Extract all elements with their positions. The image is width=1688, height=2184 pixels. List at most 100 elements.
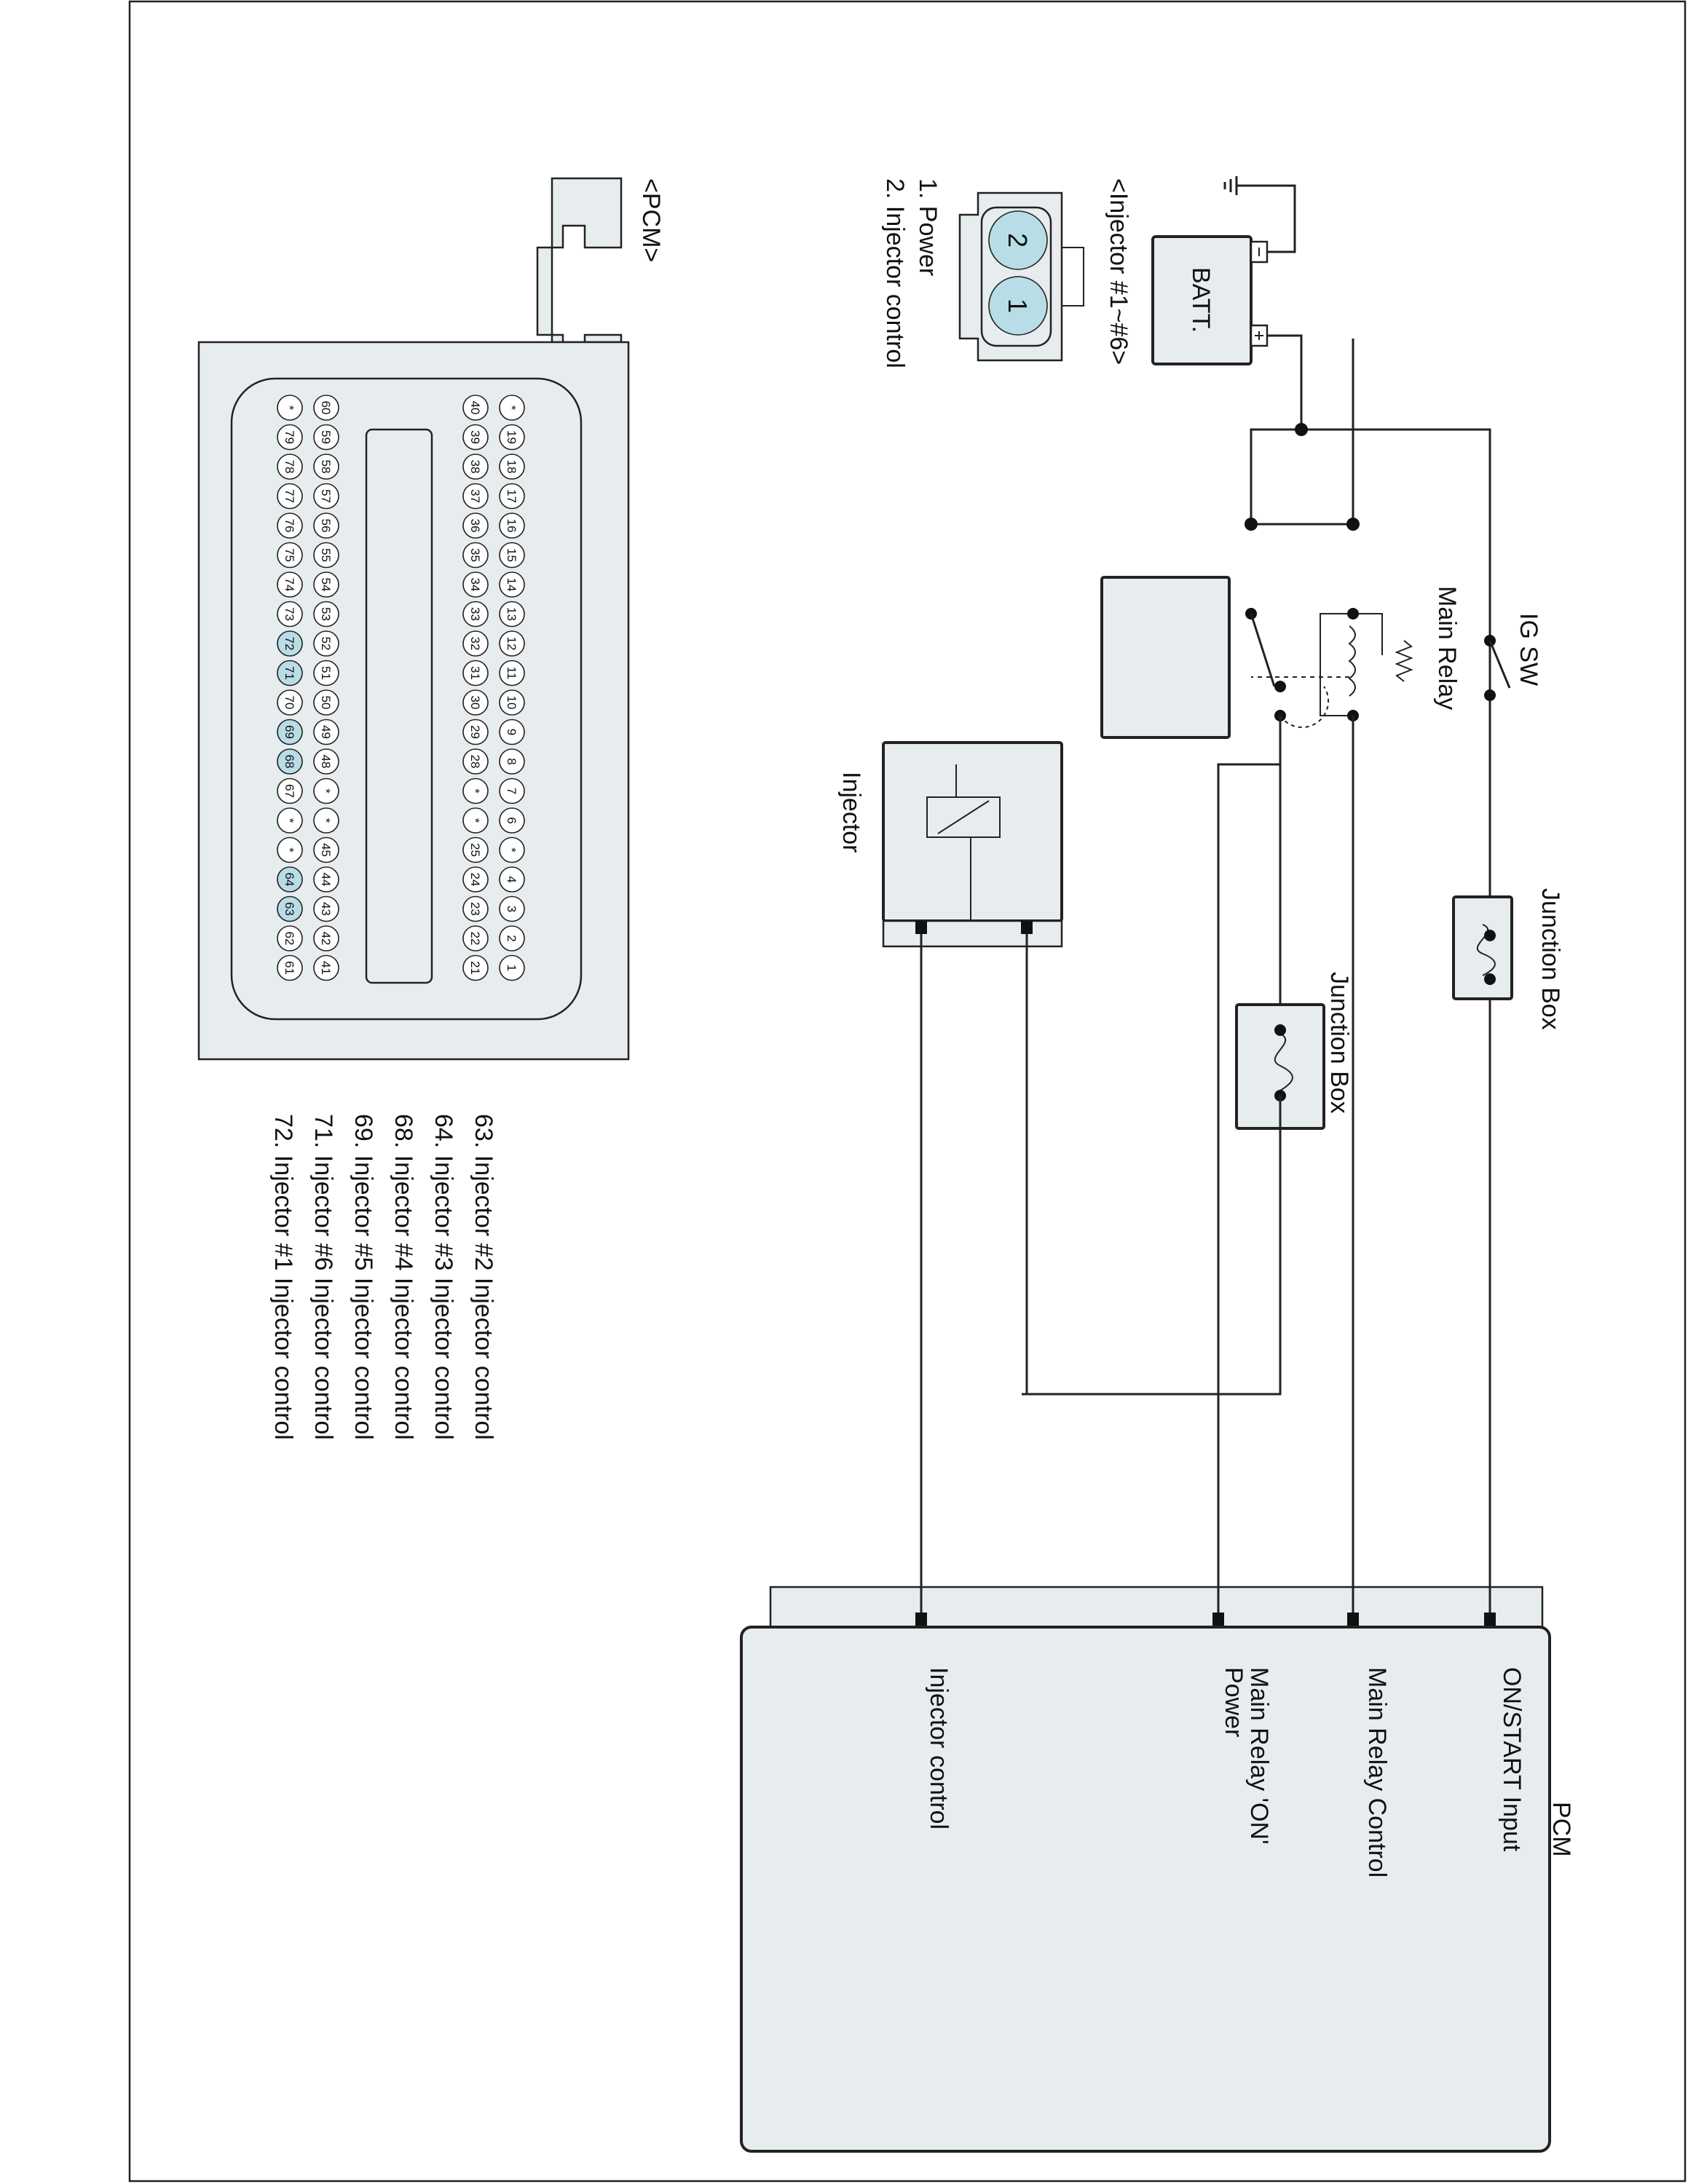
injector-pin-1-label: 1 — [1003, 298, 1033, 313]
pcm-pin-label: 10 — [505, 696, 518, 710]
pcm-pin-label: * — [505, 405, 518, 411]
pcm-legend-69: 69. Injector #5 Injector control — [350, 1114, 377, 1440]
battery-label: BATT. — [1187, 267, 1215, 333]
pcm-pin — [462, 513, 489, 539]
pcm-pin — [277, 689, 303, 716]
pcm-pin-label: * — [505, 847, 518, 852]
pcm-pin-label: 2 — [505, 935, 518, 941]
pcm-pin-label: 76 — [283, 519, 296, 533]
pcm-pin-label: 50 — [319, 696, 333, 710]
injector-pin-2 — [988, 210, 1048, 270]
pcm-pin — [499, 954, 525, 981]
injector-connector-title: <Injector #1~#6> — [1105, 178, 1132, 365]
rotated-content: BATT. — [197, 176, 1575, 2153]
pcm-pin-label: 38 — [468, 460, 482, 474]
pcm-pin-label: 17 — [505, 489, 518, 503]
injector-legend-1: 1. Power — [914, 178, 942, 276]
pcm-pin-label: 64 — [283, 873, 296, 887]
pcm-pin-label: * — [319, 788, 333, 794]
pcm-pin — [499, 660, 525, 687]
pcm-pin-label: 69 — [283, 725, 296, 739]
pcm-pin — [499, 836, 525, 863]
pcm-pin-label: 22 — [468, 932, 482, 946]
pcm-pin-label: 59 — [319, 430, 333, 444]
pcm-connector-title: <PCM> — [637, 178, 665, 262]
pcm-pin — [499, 454, 525, 480]
pcm-legend-68: 68. Injector #4 Injector control — [390, 1114, 417, 1440]
injector-pin-1 — [988, 276, 1048, 336]
pcm-pin-label: 1 — [505, 965, 518, 971]
injector: Injector — [837, 741, 1063, 948]
pcm-pin-label: 75 — [283, 548, 296, 562]
pcm-pin — [277, 836, 303, 863]
pcm-pin — [462, 866, 489, 893]
main-relay-label: Main Relay — [1433, 586, 1461, 710]
pcm-pin-label: 7 — [505, 788, 518, 794]
pcm-pin-label: 25 — [468, 843, 482, 857]
pcm-pin-label: 9 — [505, 729, 518, 735]
pcm-pin-label: 68 — [283, 755, 296, 769]
injector-terminal — [1021, 921, 1033, 934]
pcm-pin — [313, 807, 339, 834]
battery-body — [1151, 235, 1253, 365]
pcm-pin — [499, 689, 525, 716]
pcm-pin — [462, 719, 489, 745]
pcm-terminal — [915, 1613, 927, 1626]
pcm-pin — [313, 424, 339, 451]
pcm-pin-label: 12 — [505, 637, 518, 651]
pcm-pin-label: 40 — [468, 401, 482, 415]
pcm-pin-label: 8 — [505, 758, 518, 764]
pcm-pin — [313, 454, 339, 480]
pcm-pin-label: * — [283, 818, 296, 823]
pcm-connector-view: <PCM> *191817161514131211109876*43214039… — [197, 177, 665, 1440]
pcm-pin-label: 79 — [283, 430, 296, 444]
pcm-pin-relay-control: Main Relay Control — [1363, 1667, 1391, 1878]
pcm-pin-label: 56 — [319, 519, 333, 533]
pcm-pin-label: * — [283, 847, 296, 852]
pcm-pin — [499, 630, 525, 657]
pcm-pin — [462, 748, 489, 775]
junction-node — [1346, 518, 1360, 531]
pcm-pin — [499, 571, 525, 598]
ig-sw-label: IG SW — [1515, 613, 1542, 686]
battery: BATT. — [1151, 235, 1269, 365]
junction-node — [1245, 518, 1258, 531]
pcm-pin — [499, 513, 525, 539]
pcm-pin-label: 19 — [505, 430, 518, 444]
pcm-pin-label: 52 — [319, 637, 333, 651]
pcm-pin-label: 67 — [283, 784, 296, 798]
ig-switch: IG SW — [1484, 613, 1542, 701]
pcm-pin-label: 11 — [505, 667, 518, 680]
pcm-pin-label: 55 — [319, 548, 333, 562]
main-relay: Main Relay — [1100, 576, 1461, 739]
pcm-pin — [499, 601, 525, 628]
pcm-pin — [277, 483, 303, 510]
pcm-pin — [313, 601, 339, 628]
pcm-pin — [313, 925, 339, 951]
pcm-pin-label: 6 — [505, 817, 518, 823]
pcm-pin-label: 63 — [283, 902, 296, 916]
pcm-pin — [277, 630, 303, 657]
pcm-pin-grid: *191817161514131211109876*43214039383736… — [277, 395, 525, 981]
pcm-pin — [499, 542, 525, 569]
pcm-pin — [499, 925, 525, 951]
pcm-pin-label: 44 — [319, 873, 333, 887]
pcm-pin — [313, 630, 339, 657]
pcm-pin-label: 36 — [468, 519, 482, 533]
ground-icon — [1223, 176, 1238, 195]
pcm-pin — [462, 778, 489, 804]
pcm-pin — [313, 895, 339, 922]
pcm-pin-label: 41 — [319, 961, 333, 975]
pcm-connector-tab — [536, 177, 623, 358]
pcm-pin-label: 33 — [468, 607, 482, 621]
relay-dashed-arc — [1279, 686, 1330, 729]
junction-node — [1295, 423, 1308, 436]
pcm-pin — [462, 424, 489, 451]
pcm-pin-relay-on-power: Main Relay 'ON' — [1245, 1667, 1273, 1845]
pcm-pin-label: * — [468, 818, 482, 823]
pcm-pin-legend: 63. Injector #2 Injector control 64. Inj… — [269, 1114, 497, 1440]
pcm-pin — [462, 836, 489, 863]
relay-on-power-wire — [1217, 716, 1282, 1580]
solenoid-icon — [926, 796, 1001, 838]
pcm-pin-on-start: ON/START Input — [1498, 1667, 1526, 1852]
